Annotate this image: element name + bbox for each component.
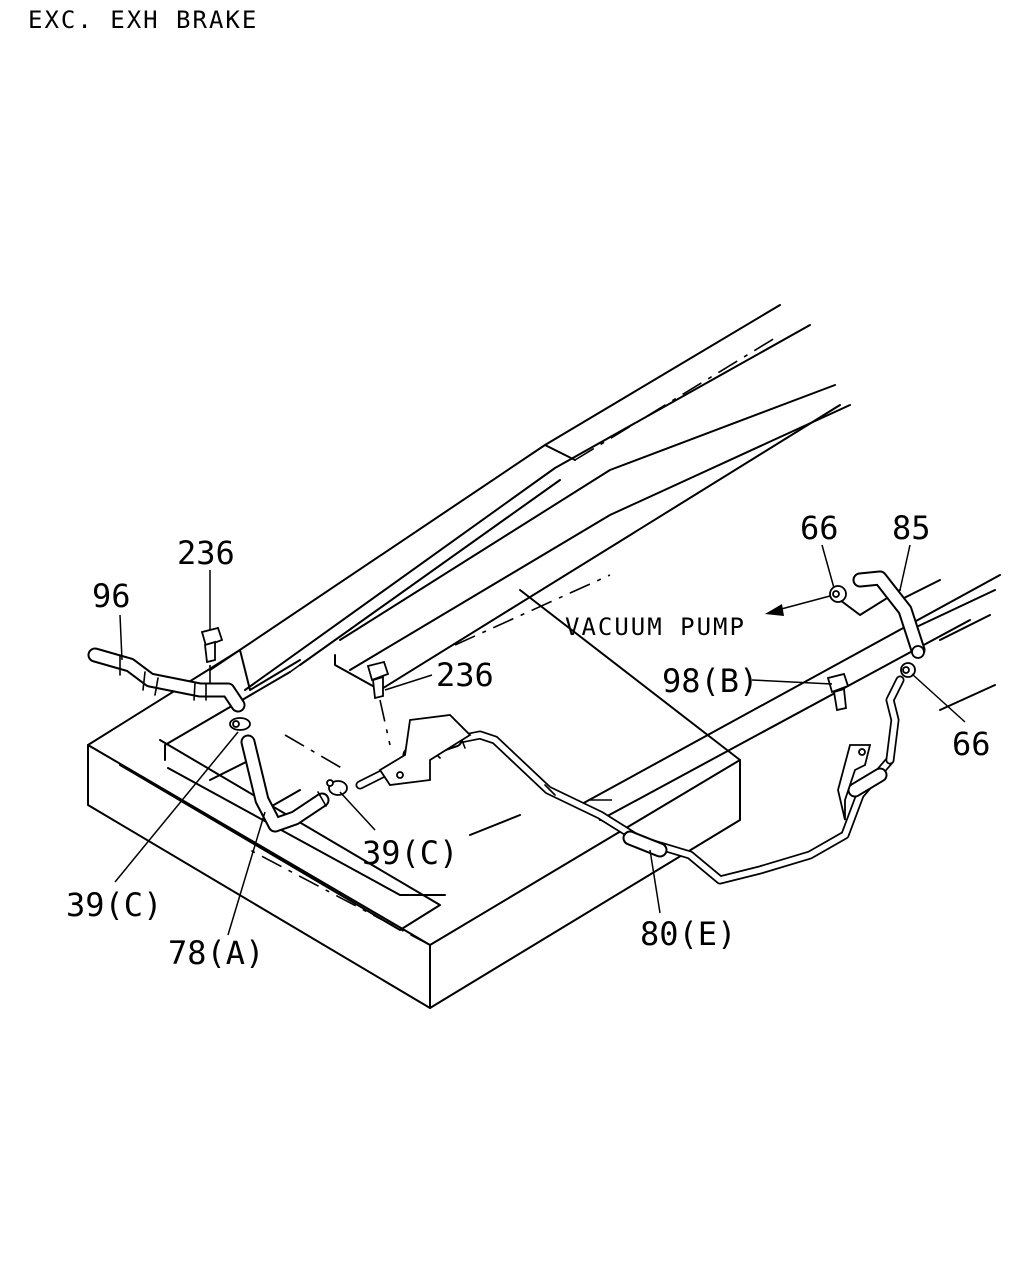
pipe-right-riser [885,675,905,765]
centerline-base [249,849,431,946]
label-236-left: 236 [177,534,235,572]
centerline-upper [289,479,561,673]
rail-lower-right [579,574,1001,821]
label-39c-left: 39(C) [66,886,162,924]
bolt-236-left [200,626,224,664]
hose-85 [852,570,926,659]
base-top-edges [87,589,741,761]
clip-66-top [829,585,847,603]
clip-39c-center [326,779,348,796]
centerline-channel [284,734,346,771]
base-inner-lower [167,767,446,896]
bracket-right [837,744,872,821]
base-right-face [429,759,741,1009]
centerline-misc [454,574,620,801]
label-236-center: 236 [436,656,494,694]
centerline-top [574,334,781,461]
label-66-right: 66 [952,725,991,763]
clip-66-right [900,662,916,678]
rail-mid-3 [349,404,851,671]
chassis-frame [87,304,1001,1009]
rail-joint [544,444,576,461]
label-78a: 78(A) [168,934,264,972]
vacuum-pump-arrowhead [765,604,784,616]
hose-85-end [911,645,925,659]
hose-96 [87,647,246,713]
label-85: 85 [892,509,931,547]
bracket-center [378,714,472,786]
base-inner-step [164,671,291,761]
bolt-axis-center [379,699,391,746]
label-39c-center: 39(C) [362,834,458,872]
label-96: 96 [92,577,131,615]
diagram-title: EXC. EXH BRAKE [28,6,258,34]
label-66-top: 66 [800,509,839,547]
bolt-236-center [366,660,390,700]
bolt-98b [826,672,850,712]
label-98b: 98(B) [662,662,758,700]
rail-end-lines [899,579,996,711]
hose-78a [240,734,330,833]
leader-lines [114,544,966,936]
vacuum-pump-label: VACUUM PUMP [565,613,746,641]
rail-upper-2 [244,324,811,691]
rail-mid-1 [339,384,836,641]
clip-39c-left [229,717,251,731]
rail-mid-2 [334,404,841,691]
label-80e: 80(E) [640,915,736,953]
